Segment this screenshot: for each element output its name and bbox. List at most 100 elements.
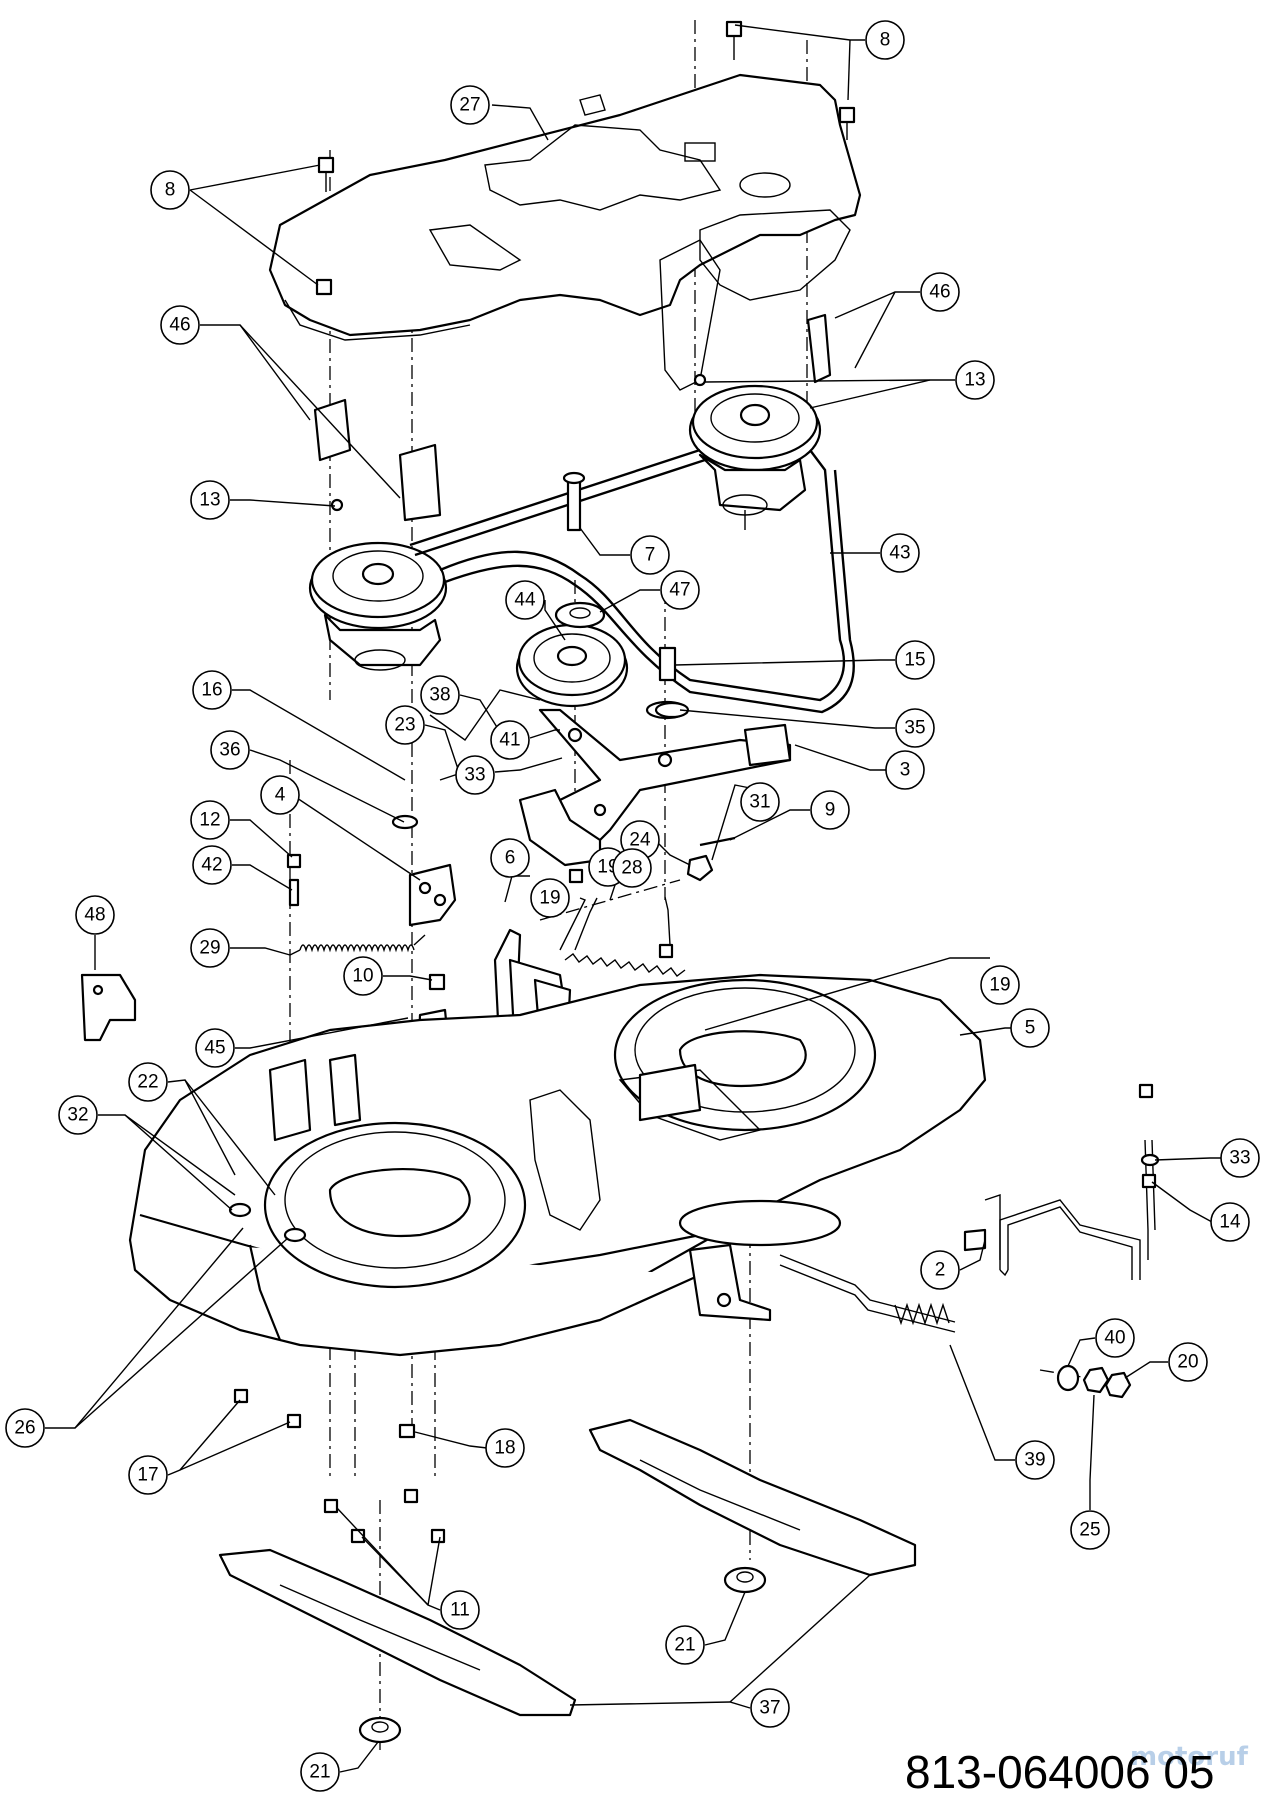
callout-13-left: 13: [190, 480, 230, 520]
svg-text:23: 23: [394, 715, 415, 736]
svg-text:41: 41: [499, 730, 520, 751]
svg-text:33: 33: [464, 765, 485, 786]
callout-15: 15: [895, 640, 935, 680]
blade-right: [588, 1418, 917, 1594]
svg-text:36: 36: [219, 740, 240, 761]
callout-38: 38: [420, 675, 460, 715]
cover-bracket-right: [806, 313, 832, 384]
svg-text:19: 19: [539, 888, 560, 909]
svg-text:25: 25: [1079, 1520, 1100, 1541]
callout-32: 32: [58, 1095, 98, 1135]
svg-text:3: 3: [900, 760, 911, 781]
svg-text:43: 43: [889, 543, 910, 564]
svg-text:20: 20: [1177, 1352, 1198, 1373]
mower-deck-housing: [128, 973, 987, 1357]
callout-35: 35: [895, 708, 935, 748]
callout-14: 14: [1210, 1202, 1250, 1242]
svg-text:42: 42: [201, 855, 222, 876]
callout-33-center: 33: [455, 755, 495, 795]
svg-text:33: 33: [1229, 1148, 1250, 1169]
callout-16: 16: [192, 670, 232, 710]
svg-text:11: 11: [450, 1600, 470, 1621]
callout-20: 20: [1168, 1342, 1208, 1382]
callout-26: 26: [5, 1408, 45, 1448]
svg-text:13: 13: [964, 370, 985, 391]
callout-21-left: 21: [300, 1752, 340, 1792]
callout-4: 4: [260, 775, 300, 815]
callout-19-left: 19: [530, 878, 570, 918]
callout-12: 12: [190, 800, 230, 840]
callout-33-right: 33: [1220, 1138, 1260, 1178]
callout-36: 36: [210, 730, 250, 770]
callout-27: 27: [450, 85, 490, 125]
callout-46-right: 46: [920, 272, 960, 312]
callout-28: 28: [612, 848, 652, 888]
cover-bolts: [315, 20, 856, 512]
callout-43: 43: [880, 533, 920, 573]
callout-19-right: 19: [980, 965, 1020, 1005]
adjuster-hardware: [1039, 1364, 1132, 1399]
svg-text:16: 16: [201, 680, 222, 701]
deck-cover: [268, 73, 862, 391]
callout-22: 22: [128, 1062, 168, 1102]
svg-text:21: 21: [674, 1635, 695, 1656]
svg-text:12: 12: [199, 810, 220, 831]
callout-37: 37: [750, 1688, 790, 1728]
callout-44: 44: [505, 580, 545, 620]
svg-text:8: 8: [880, 30, 891, 51]
svg-text:18: 18: [494, 1438, 515, 1459]
callout-48: 48: [75, 895, 115, 935]
svg-text:38: 38: [429, 685, 450, 706]
svg-text:46: 46: [929, 282, 950, 303]
watermark-logo: motoruf: [1130, 1742, 1249, 1772]
svg-text:22: 22: [137, 1072, 158, 1093]
svg-text:4: 4: [275, 785, 286, 806]
svg-text:40: 40: [1104, 1328, 1125, 1349]
extension-spring-29: [289, 934, 426, 956]
svg-text:21: 21: [309, 1762, 330, 1783]
leader-lines: [45, 24, 1238, 1773]
callout-46-left: 46: [160, 305, 200, 345]
reference-code: 813-064006 05: [905, 1746, 1215, 1798]
callout-40: 40: [1095, 1318, 1135, 1358]
svg-text:32: 32: [67, 1105, 88, 1126]
callout-9: 9: [810, 790, 850, 830]
callout-6: 6: [490, 838, 530, 878]
callout-41: 41: [490, 720, 530, 760]
svg-text:48: 48: [84, 905, 105, 926]
svg-text:26: 26: [14, 1418, 35, 1439]
callout-8-top: 8: [865, 20, 905, 60]
svg-text:14: 14: [1219, 1212, 1241, 1233]
callout-23: 23: [385, 705, 425, 745]
svg-text:8: 8: [165, 180, 176, 201]
callout-17: 17: [128, 1455, 168, 1495]
svg-text:27: 27: [459, 95, 480, 116]
svg-text:45: 45: [204, 1038, 225, 1059]
callout-18: 18: [485, 1428, 525, 1468]
svg-text:29: 29: [199, 938, 220, 959]
callout-13-right: 13: [955, 360, 995, 400]
svg-text:39: 39: [1024, 1450, 1045, 1471]
blade-left: [218, 1548, 577, 1744]
svg-text:19: 19: [989, 975, 1010, 996]
gauge-plate-48: [80, 973, 137, 1042]
svg-text:46: 46: [169, 315, 190, 336]
svg-text:24: 24: [629, 830, 651, 851]
svg-text:9: 9: [825, 800, 836, 821]
svg-text:13: 13: [199, 490, 220, 511]
callout-21-right: 21: [665, 1625, 705, 1665]
right-spindle: [688, 384, 822, 530]
left-spindle: [308, 541, 448, 671]
drive-belt: [409, 448, 855, 714]
svg-text:35: 35: [904, 718, 925, 739]
callout-42: 42: [192, 845, 232, 885]
svg-text:10: 10: [352, 966, 373, 987]
callout-7: 7: [630, 535, 670, 575]
svg-text:2: 2: [935, 1260, 946, 1281]
lower-bolts: [228, 701, 1160, 1544]
callout-25: 25: [1070, 1510, 1110, 1550]
callout-5: 5: [1010, 1008, 1050, 1048]
bracket-4: [408, 863, 457, 927]
callout-31: 31: [740, 782, 780, 822]
